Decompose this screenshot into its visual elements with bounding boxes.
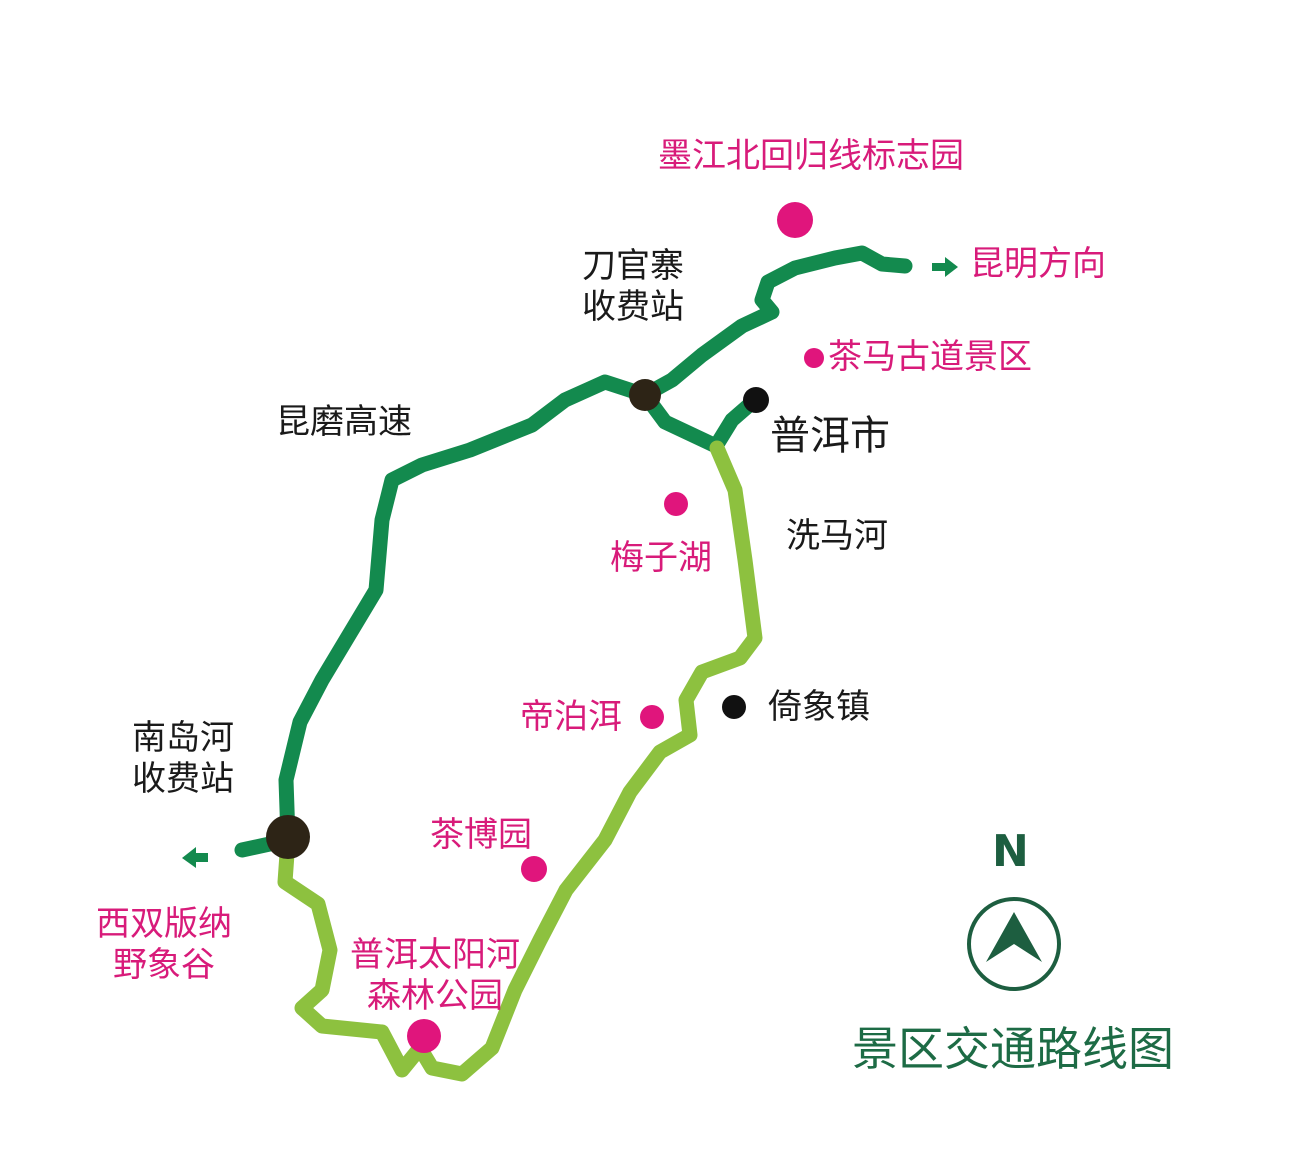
scenic-label-chaboyuan: 茶博园 — [430, 815, 532, 855]
toll-station-nandaohe-node — [266, 815, 310, 859]
compass-north-letter: N — [992, 826, 1029, 877]
toll-station-daoguanzhai-node — [629, 379, 661, 411]
direction-label-xishuangbanna: 西双版纳 野象谷 — [96, 904, 232, 986]
highway-route — [278, 245, 913, 846]
town-puer-node — [743, 387, 769, 413]
toll-label-nandaohe: 南岛河 收费站 — [132, 718, 234, 800]
north-arrow-icon — [967, 897, 1061, 991]
scenic-label-chamagudao: 茶马古道景区 — [828, 337, 1032, 377]
scenic-label-taiyanghe: 普洱太阳河 森林公园 — [350, 935, 520, 1017]
scenic-label-dipoer: 帝泊洱 — [520, 697, 622, 737]
scenic-taiyanghe-node — [407, 1019, 441, 1053]
town-label-yixiang: 倚象镇 — [768, 687, 870, 727]
scenic-label-mojiang: 墨江北回归线标志园 — [658, 136, 964, 176]
city-connector-route — [637, 387, 763, 454]
scenic-label-meizihu: 梅子湖 — [610, 538, 712, 578]
scenic-chaboyuan-node — [521, 856, 547, 882]
scenic-meizihu-node — [664, 492, 688, 516]
highway-label: 昆磨高速 — [276, 402, 412, 442]
map-title: 景区交通路线图 — [852, 1022, 1174, 1076]
town-label-ximahe: 洗马河 — [786, 516, 888, 556]
secondary-route-west — [277, 832, 428, 1078]
arrow-right-icon — [932, 257, 958, 277]
secondary-route-east — [412, 440, 763, 1082]
toll-label-daoguanzhai: 刀官寨 收费站 — [582, 246, 684, 328]
town-yixiang-node — [722, 695, 746, 719]
scenic-dipoer-node — [640, 705, 664, 729]
town-label-puer: 普洱市 — [770, 413, 890, 459]
arrow-left-icon — [182, 847, 208, 868]
direction-label-kunming: 昆明方向 — [970, 244, 1106, 284]
scenic-chamagudao-node — [804, 348, 824, 368]
scenic-mojiang-node — [777, 202, 813, 238]
